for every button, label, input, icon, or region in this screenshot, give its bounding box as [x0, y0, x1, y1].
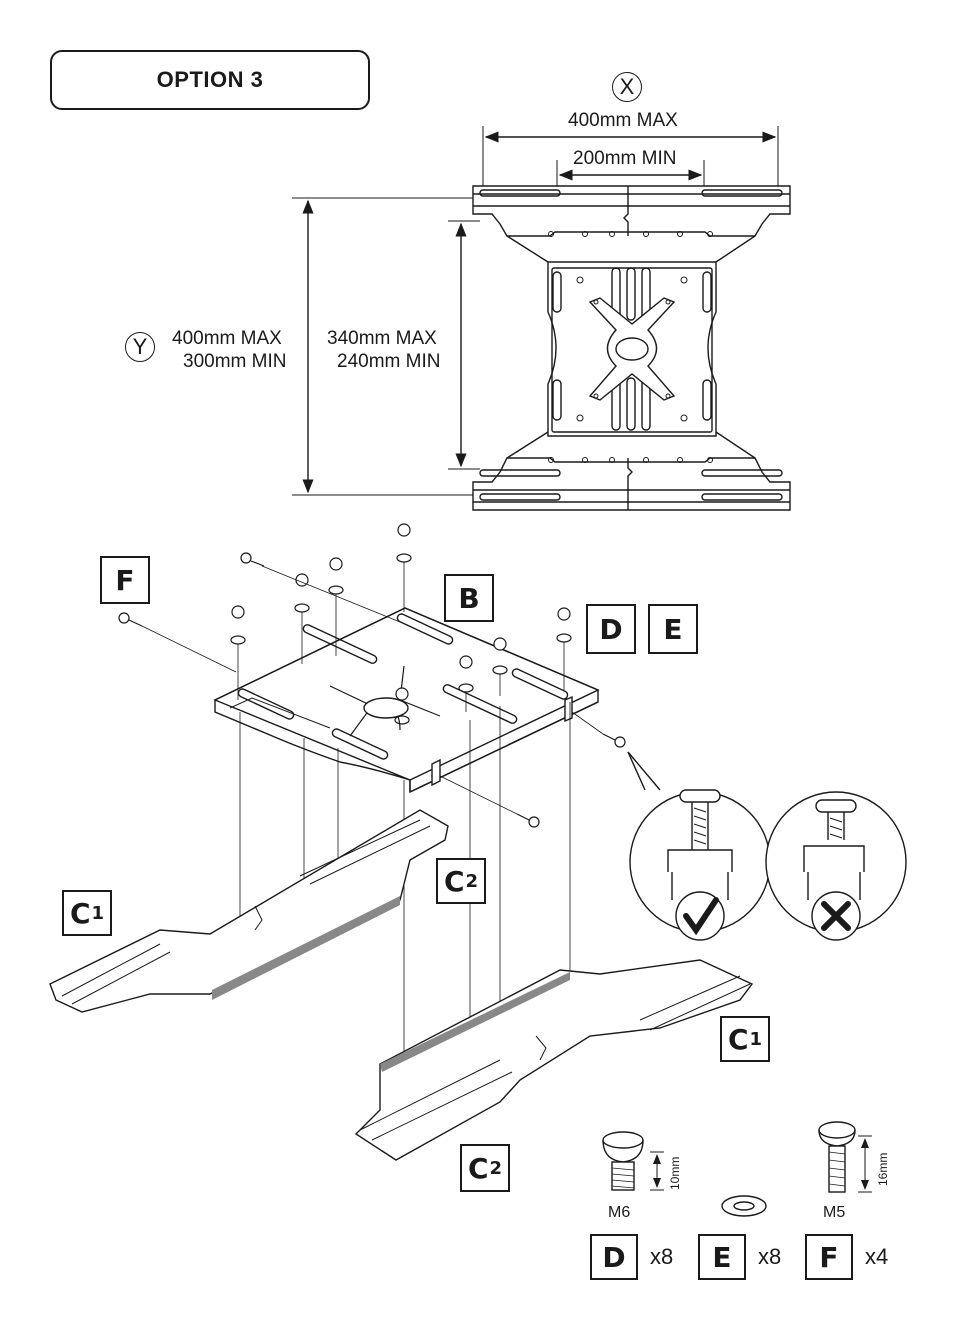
part-tag-b: B — [444, 574, 494, 622]
option-title: OPTION 3 — [50, 50, 370, 110]
part-tag-letter: C — [443, 864, 465, 898]
part-tag-e: E — [648, 604, 698, 654]
hardware-qty-e: x8 — [758, 1244, 782, 1269]
part-tag-f: F — [100, 556, 150, 604]
y-inner-max-label: 340mm MAX — [327, 328, 437, 349]
part-tag-letter: C — [467, 1151, 489, 1185]
x-marker: X — [612, 72, 642, 102]
y-outer-min-label: 300mm MIN — [183, 351, 287, 372]
x-max-label: 400mm MAX — [568, 110, 678, 131]
hardware-qty-d: x8 — [650, 1244, 674, 1269]
hardware-tag-e: E — [698, 1234, 746, 1280]
part-tag-sub: 2 — [465, 870, 479, 892]
part-tag-d: D — [586, 604, 636, 654]
hardware-tag-f: F — [805, 1234, 853, 1280]
part-tag-sub: 2 — [489, 1157, 503, 1179]
part-tag-letter: C — [69, 896, 91, 930]
y-inner-min-label: 240mm MIN — [337, 351, 441, 372]
part-tag-sub: 1 — [749, 1028, 763, 1050]
hardware-qty-f: x4 — [865, 1244, 889, 1269]
part-tag-letter: C — [727, 1022, 749, 1056]
y-marker: Y — [125, 332, 155, 362]
screw-f-length: 16mm — [876, 1152, 890, 1186]
y-outer-max-label: 400mm MAX — [172, 328, 282, 349]
screw-d-size: M6 — [608, 1204, 631, 1221]
screw-f-size: M5 — [823, 1204, 846, 1221]
x-min-label: 200mm MIN — [573, 148, 677, 169]
part-tag-sub: 1 — [91, 902, 105, 924]
screw-d-length: 10mm — [668, 1156, 682, 1190]
hardware-tag-d: D — [590, 1234, 638, 1280]
